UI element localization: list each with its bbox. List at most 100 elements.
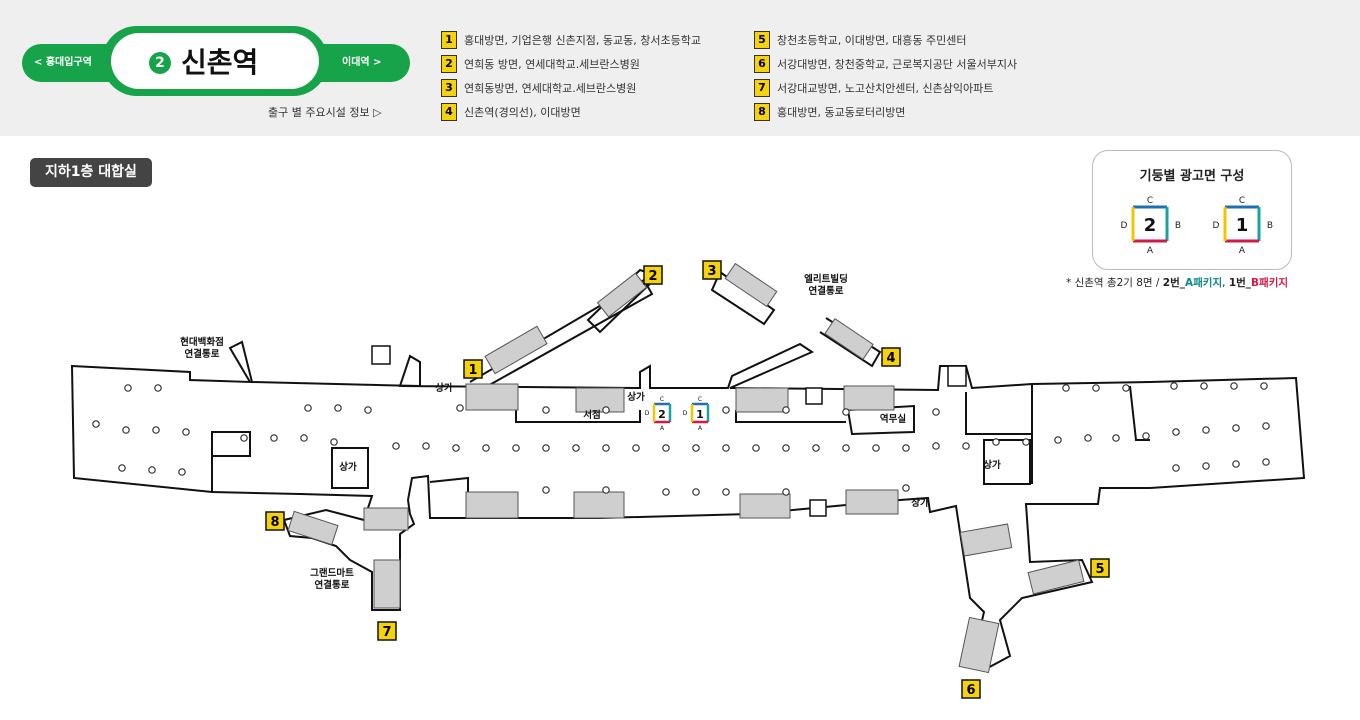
escalator-block	[735, 387, 789, 413]
hyundai-label-2: 연결통로	[185, 348, 220, 360]
column	[512, 444, 520, 452]
exit-number-badge: 3	[441, 79, 457, 97]
grand-label-2: 연결통로	[315, 579, 350, 591]
note-b-num: 1번_	[1228, 277, 1252, 289]
elevator-icon	[805, 387, 823, 405]
floor-label: 지하1층 대합실	[30, 158, 152, 187]
legend-title: 기둥별 광고면 구성	[1139, 169, 1245, 184]
column	[722, 406, 730, 414]
platform-rail-right	[735, 410, 846, 423]
stair-block-6-5	[959, 523, 1013, 557]
exit-number-badge: 1	[441, 31, 457, 49]
face-label-right: B	[1175, 221, 1181, 231]
shop-label: 상가	[983, 459, 1001, 471]
map-exit-8[interactable]: 8	[265, 511, 285, 531]
map-exit-5[interactable]: 5	[1090, 558, 1110, 578]
exit-number-badge: 6	[754, 55, 770, 73]
map-exit-4[interactable]: 4	[881, 347, 901, 367]
escalator-block	[575, 387, 625, 413]
column	[148, 466, 156, 474]
escalator-block	[843, 385, 895, 411]
face-label-top: C	[1147, 196, 1153, 206]
prev-station-button[interactable]: < 홍대입구역	[34, 57, 92, 68]
shop-label: 상가	[339, 461, 357, 473]
eliti-label-2: 연결통로	[809, 285, 844, 297]
column	[300, 434, 308, 442]
column	[722, 444, 730, 452]
note-a-num: 2번_	[1162, 277, 1186, 289]
column	[1172, 428, 1180, 436]
platform-rail-left	[515, 410, 641, 423]
stair-block-exit-4	[824, 317, 874, 361]
pillar-number: 1	[1236, 215, 1249, 236]
map-exit-number: 3	[707, 264, 716, 279]
exit-info-link[interactable]: 출구 별 주요시설 정보 ▷	[268, 106, 382, 119]
exit-description: 홍대방면, 동교동로터리방면	[777, 106, 906, 119]
map-exit-2[interactable]: 2	[643, 265, 663, 285]
column	[692, 444, 700, 452]
column	[1202, 426, 1210, 434]
exit-number-badge: 8	[754, 103, 770, 121]
map-exit-3[interactable]: 3	[702, 260, 722, 280]
map-exit-7[interactable]: 7	[377, 621, 397, 641]
next-station-button[interactable]: 이대역 >	[342, 57, 382, 68]
column	[782, 406, 790, 414]
map-exit-6[interactable]: 6	[961, 679, 981, 699]
exit-description: 신촌역(경의선), 이대방면	[464, 106, 581, 119]
note-prefix: * 신촌역 총2기 8면 /	[1066, 277, 1163, 289]
column	[1062, 384, 1070, 392]
column	[662, 444, 670, 452]
room-south-west	[429, 476, 469, 518]
column	[118, 464, 126, 472]
face-label-right: B	[1267, 221, 1273, 231]
column	[662, 488, 670, 496]
exit-number-badge: 5	[754, 31, 770, 49]
legend-note: * 신촌역 총2기 8면 / 2번_A패키지, 1번_B패키지	[1066, 275, 1288, 290]
column	[542, 406, 550, 414]
exit-description: 홍대방면, 기업은행 신촌지점, 동교동, 창서초등학교	[464, 34, 701, 47]
column	[932, 408, 940, 416]
column	[240, 434, 248, 442]
face-label-left: D	[1213, 221, 1220, 231]
map-exit-number: 7	[382, 625, 391, 640]
station-office-label: 역무실	[880, 413, 906, 425]
column	[1232, 460, 1240, 468]
map-pillar-face-left: D	[645, 410, 650, 417]
column	[1262, 458, 1270, 466]
pillar-number: 2	[1144, 215, 1157, 236]
column	[1022, 438, 1030, 446]
column	[932, 442, 940, 450]
stair-block-exit-7	[373, 559, 401, 609]
map-pillar-2: 2 C A D	[645, 396, 672, 432]
column	[364, 406, 372, 414]
note-sep: ,	[1222, 277, 1229, 289]
legend-pillar-1: 1 C B A D	[1213, 196, 1274, 256]
column	[304, 404, 312, 412]
map-exit-number: 1	[468, 363, 477, 378]
exit-description: 연희동방면, 연세대학교.세브란스병원	[464, 82, 637, 95]
column	[270, 434, 278, 442]
column	[1260, 382, 1268, 390]
concourse-outline	[70, 340, 1306, 672]
stair-block-8-7	[363, 507, 409, 531]
exit-row: 8 홍대방면, 동교동로터리방면	[754, 100, 1017, 124]
column	[1200, 382, 1208, 390]
note-b-package: B패키지	[1251, 277, 1289, 289]
column	[482, 444, 490, 452]
room-far-east	[1129, 385, 1150, 441]
column	[902, 444, 910, 452]
pillar-legend: 기둥별 광고면 구성 2 C B A D 1 C B A D	[1092, 150, 1292, 270]
column	[902, 484, 910, 492]
column	[1084, 434, 1092, 442]
stair-block-exit-2	[596, 272, 648, 318]
face-label-bottom: A	[1239, 246, 1246, 256]
map-exit-1[interactable]: 1	[463, 359, 483, 379]
column	[152, 426, 160, 434]
map-pillar-face-bottom: A	[660, 425, 665, 432]
map-pillar-1: 1 C A D	[683, 396, 710, 432]
face-label-bottom: A	[1147, 246, 1154, 256]
